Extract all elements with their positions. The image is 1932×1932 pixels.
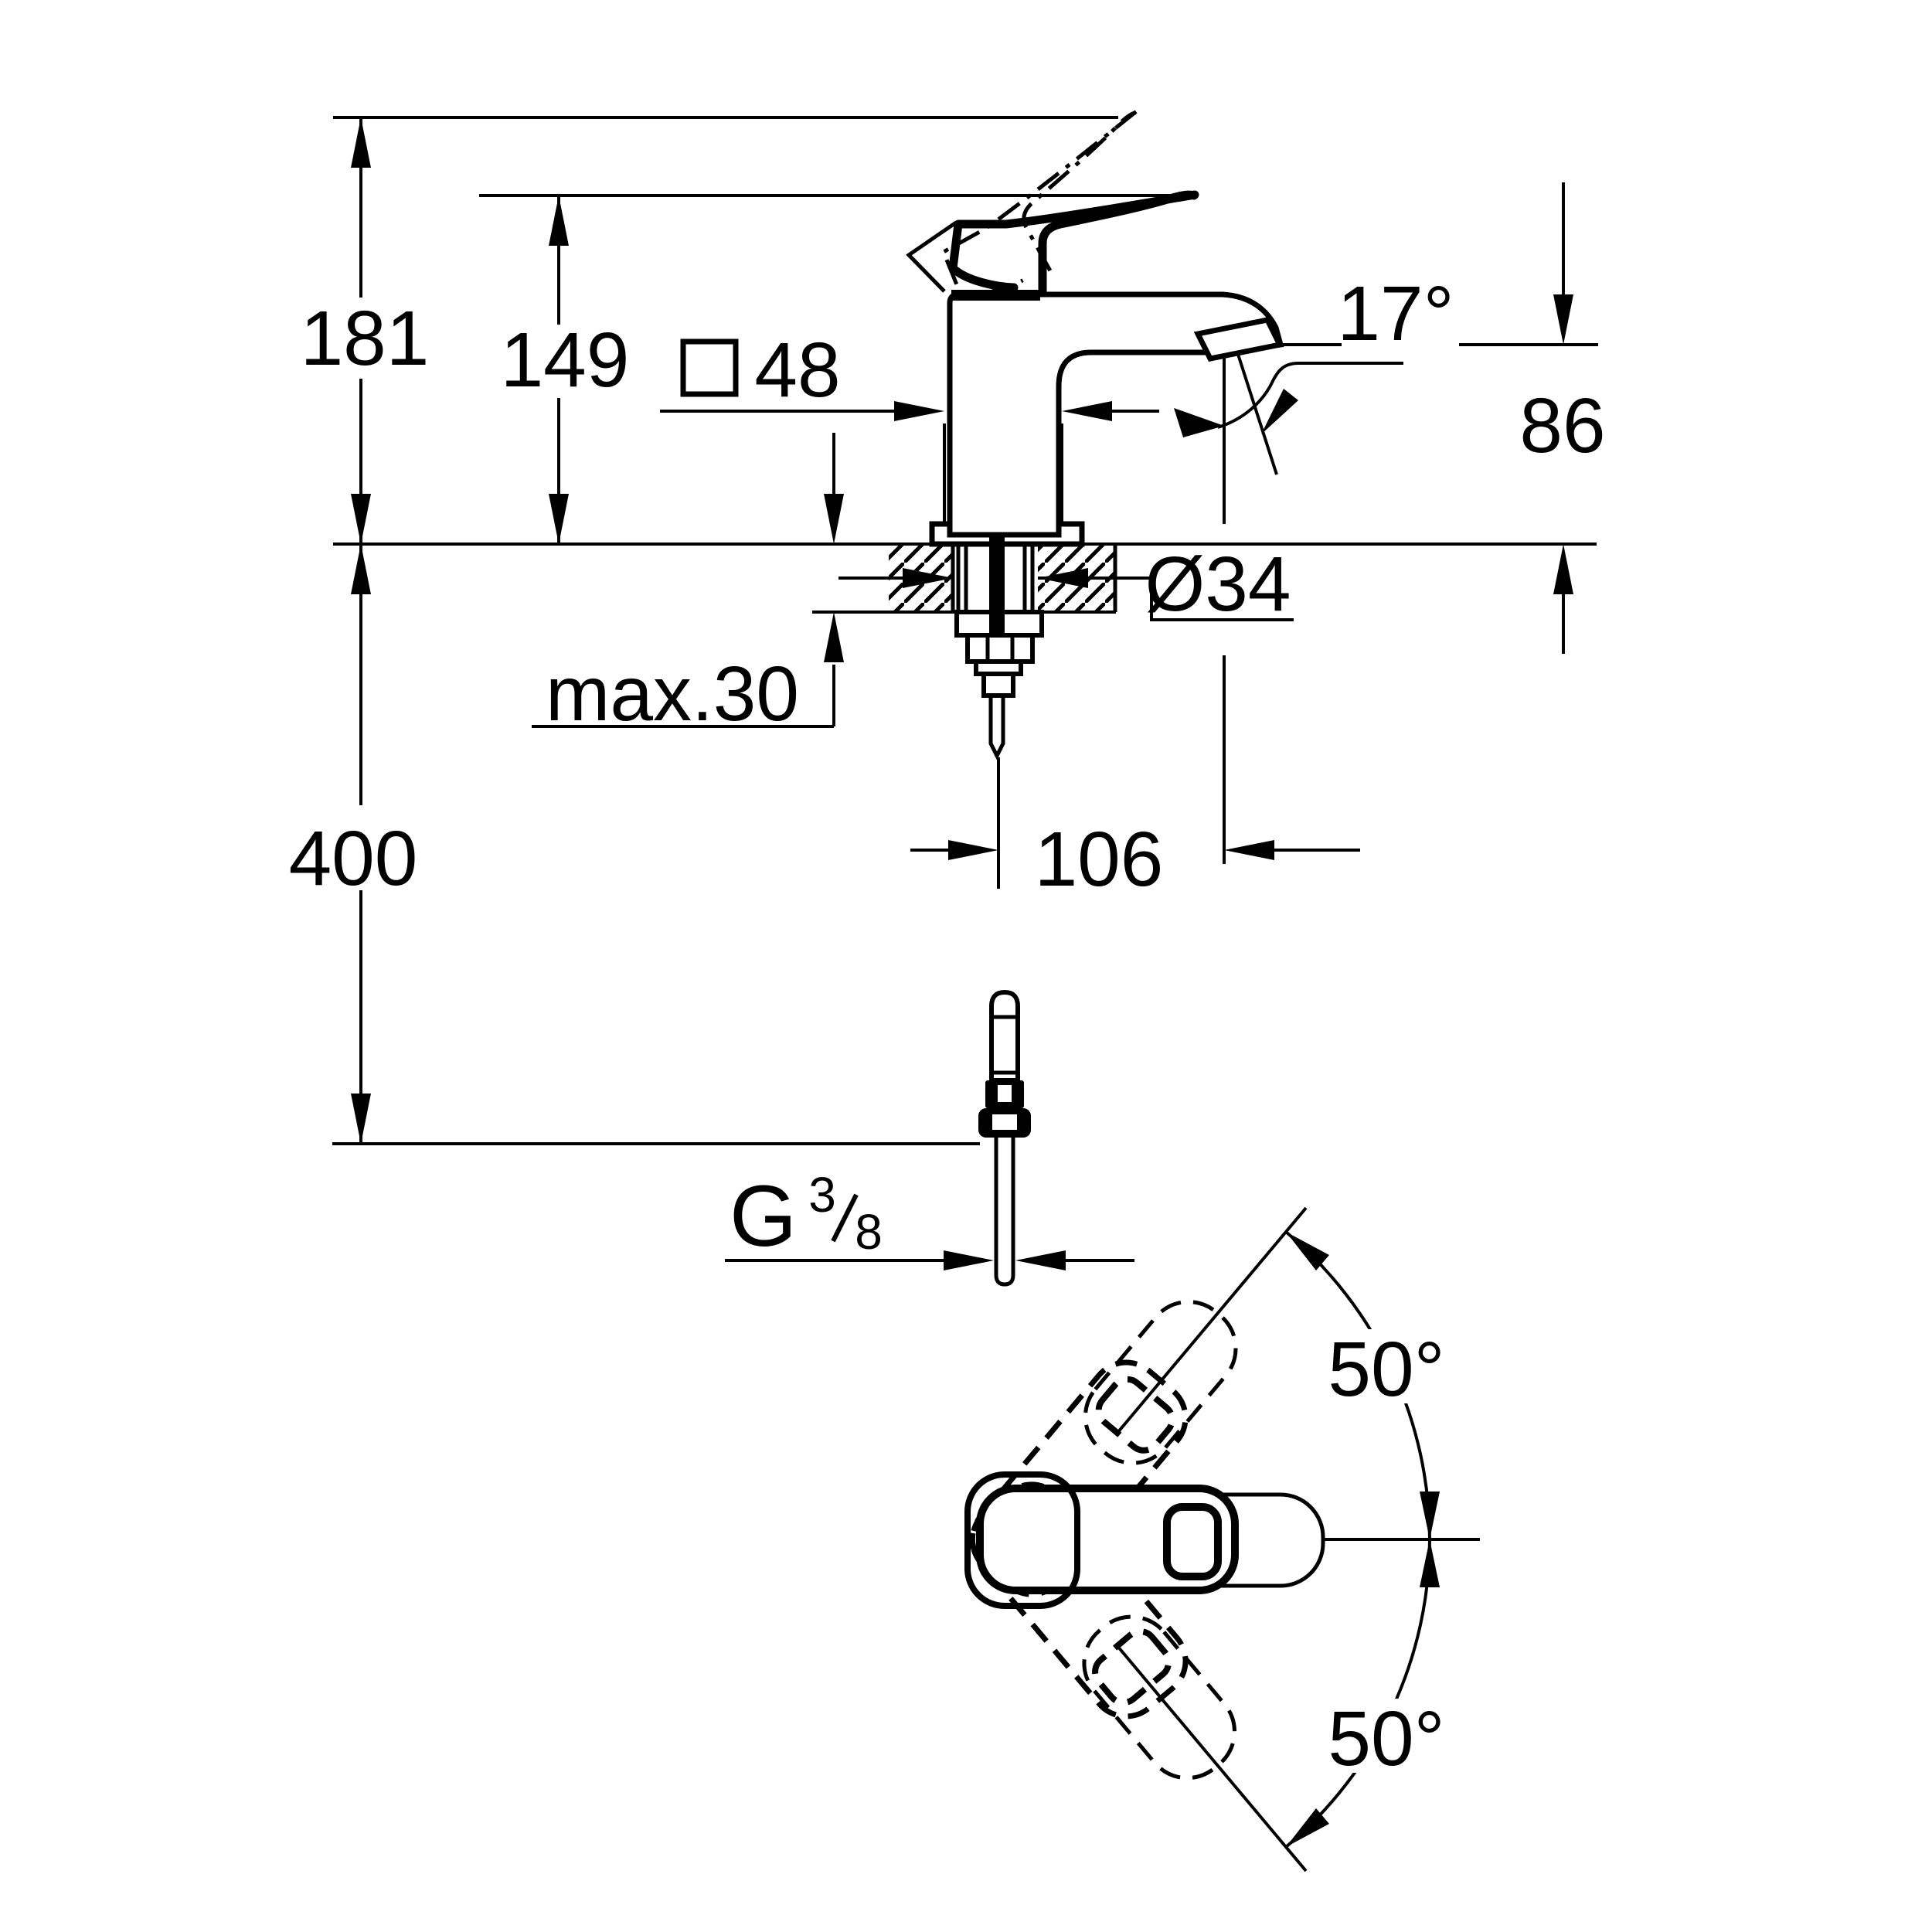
dim-label-deck-thickness: max.30 [546, 651, 799, 737]
angle-leader-curve [1217, 362, 1403, 429]
dimension-square48: 48 [660, 327, 1159, 522]
dimension-angle-17: 17° [1337, 270, 1454, 357]
arc-arrowhead-up-end [1286, 1232, 1329, 1270]
hose-tube [989, 989, 1020, 1083]
phantom-blade-recess [1095, 1376, 1175, 1454]
spout-angle-construction [1174, 344, 1403, 864]
hose-thread-end [994, 1138, 1015, 1287]
dim-arrow-up [351, 544, 371, 594]
axis-line-down [1116, 1645, 1308, 1872]
dim-label-lever-height: 149 [501, 317, 630, 403]
dim-label-hose-length: 400 [289, 815, 418, 902]
arc-arrowhead-mid-upper [1420, 1492, 1440, 1539]
dimension-86: 86 [1519, 182, 1606, 654]
dim-arrow-left [1015, 1250, 1066, 1270]
angle-arrowhead-left [1174, 408, 1224, 437]
connection-hose [978, 989, 1031, 1287]
lever-lowered-underside [1038, 190, 1199, 297]
dim-arrow-right [948, 840, 998, 860]
thread-label-numerator: 3 [808, 1167, 836, 1223]
dimension-dia34: Ø34 [838, 541, 1294, 628]
label-backplate [1315, 1329, 1462, 1403]
dim-arrow-up [1553, 544, 1573, 594]
square-symbol [680, 338, 739, 397]
hose-fitting-slot [998, 1085, 1012, 1102]
swivel-arc-down [1284, 1539, 1431, 1849]
dim-label-swivel-up: 50° [1328, 1326, 1444, 1413]
dim-arrow-down [1553, 294, 1573, 345]
dimension-max30: max.30 [532, 433, 844, 737]
faucet-side-view [906, 110, 1284, 1287]
dim-arrow-up [351, 117, 371, 168]
thread-label-denominator: 8 [855, 1204, 883, 1260]
dim-label-spout-angle: 17° [1337, 270, 1454, 357]
dim-arrow-right [944, 1250, 994, 1270]
dim-arrow-left [1062, 401, 1112, 421]
handle-top-view: 50° 50° [964, 1206, 1480, 1872]
thread-fraction-slash [831, 1193, 859, 1243]
dim-arrow-down [549, 494, 569, 544]
dim-label-hole-diameter: Ø34 [1145, 541, 1291, 628]
arc-arrowhead-mid-lower [1420, 1539, 1440, 1587]
label-backplate [1315, 1699, 1462, 1773]
reference-lines [332, 116, 1598, 1145]
mounting-nut [965, 633, 1035, 664]
lever-raised-underside [1022, 111, 1137, 272]
dim-label-spout-reach: 106 [1035, 816, 1164, 903]
dim-label-swivel-down: 50° [1328, 1696, 1444, 1782]
dim-arrow-left [1224, 840, 1274, 860]
angle-arrowhead-right [1261, 389, 1298, 434]
aerator [1193, 317, 1284, 362]
dim-arrow-down [824, 494, 844, 544]
dim-arrow-up [549, 196, 569, 246]
axis-line-up [1116, 1206, 1308, 1434]
dimension-400: 400 [289, 544, 418, 1144]
dim-arrow-left [1038, 568, 1088, 588]
lever-raised-top-edge [940, 110, 1138, 297]
dimension-106: 106 [910, 816, 1360, 903]
jet-angled-line [1233, 344, 1278, 475]
lever-lowered-top-edge [948, 190, 1199, 292]
dim-label-spout-height: 86 [1519, 383, 1605, 469]
leader-stepped [1038, 577, 1294, 621]
dim-arrow-right [903, 568, 953, 588]
dim-arrow-down [351, 1094, 371, 1144]
lever-raised-hub-outline [906, 220, 957, 293]
arc-arrowhead-down-end [1286, 1808, 1329, 1847]
stud-tip [988, 693, 1005, 760]
dimension-thread-g38: G 3 8 [725, 1167, 1134, 1270]
fitting-block [981, 672, 1015, 698]
handle-base [964, 1471, 1080, 1609]
dim-label-body-width: 48 [754, 327, 840, 413]
threaded-stud [989, 536, 1005, 634]
thread-label-g: G [730, 1168, 797, 1264]
phantom-blade-tip [1083, 1300, 1238, 1465]
dim-arrow-up [824, 612, 844, 662]
dim-label-overall-height: 181 [301, 295, 430, 382]
dim-arrow-down [351, 494, 371, 544]
dimension-149: 149 [501, 196, 630, 544]
dim-arrow-right [894, 401, 944, 421]
phantom-blade-tip [1082, 1614, 1236, 1781]
phantom-blade-recess [1092, 1628, 1172, 1706]
dimension-181: 181 [301, 117, 430, 544]
lever-raised-phantom [940, 110, 1138, 297]
hose-union-slot [992, 1114, 1017, 1130]
handle-blade-recess [1163, 1503, 1222, 1580]
mounting-shank [954, 536, 1044, 889]
